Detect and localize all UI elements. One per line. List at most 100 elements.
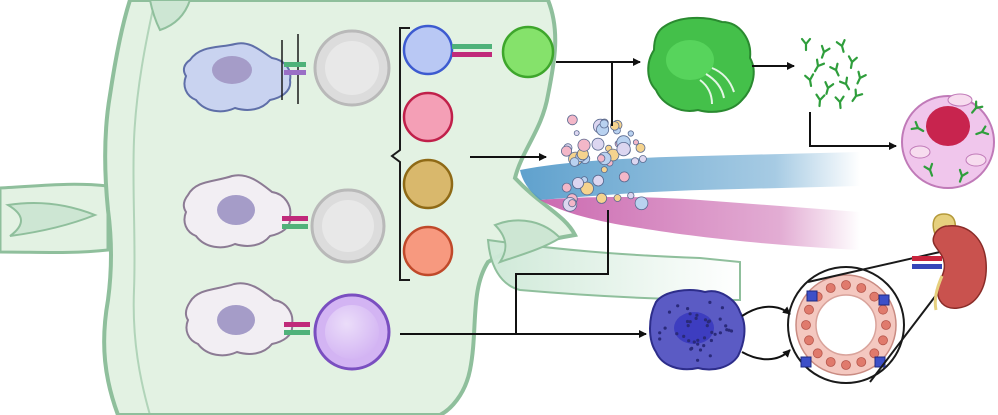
tubule-cell-nucleus [804,335,814,346]
target-vesicle [947,93,973,107]
macrophage-granule [702,344,706,348]
antibody-icon [851,88,864,103]
infiltrating-immune-cell-icon [800,356,812,368]
arrow-antibody-to-target [809,112,897,150]
macrophage [649,289,746,371]
mhc-bar [284,62,306,67]
cytokine-particle [627,130,634,137]
ureter-icon [933,275,944,311]
antibody-icon [838,76,851,91]
cytokine-particle [561,182,572,193]
efferent-valve [493,219,562,264]
macrophage-granule [675,332,679,336]
tubule-epithelial-cells [800,280,891,370]
antibody-icon [856,70,867,85]
tubule-cell-nucleus [869,291,880,302]
lymph-node-notch [148,0,192,32]
mhc-bar [282,216,308,221]
antibody-icon [835,39,846,53]
macrophage-granule [686,307,690,311]
macrophage-granule [718,317,722,321]
macrophage-granule [702,336,707,340]
macrophage-granule [682,334,686,338]
macrophage-granule [696,342,700,346]
apc-nucleus [217,305,255,335]
macrophage-granule [718,331,723,335]
kidney [912,213,987,311]
macrophage-granule [686,324,690,328]
macrophage-granule [708,354,712,358]
naive-t-cell-inner [322,200,374,252]
antibody-icon [820,44,831,59]
tubule-cell-nucleus [841,280,851,290]
tubule-cell-nucleus [856,283,867,293]
apc-nucleus [217,195,255,225]
antibody-icon [975,125,990,136]
tubule-cell-nucleus [878,335,888,346]
tubule-cell-nucleus [825,357,836,367]
macrophage-granule [698,348,703,352]
target-vesicle [909,145,931,159]
macrophage-granule [676,304,680,308]
cytokine-particle [616,142,631,157]
macrophage-granule [720,306,725,310]
macrophage-granule [724,324,728,328]
lymph-node-cortex [132,0,156,415]
macrophage-granule [710,330,714,334]
renal-vein-icon [912,264,942,269]
renal-tubule [787,251,941,384]
cytokine-particle [600,166,608,174]
cytokine-particle [573,130,580,137]
tubule-cell-nucleus [801,320,811,330]
macrophage-granule [667,310,672,314]
tcr-bar [284,70,306,75]
antibody-icon [824,81,835,95]
cytokine-particle [592,174,604,187]
macrophage-granule [727,328,731,332]
mhc-bar [452,44,492,49]
b-cell-icon [501,25,555,79]
tubule-cell-nucleus [881,320,891,330]
tubule-cell-nucleus [869,348,880,359]
infiltrating-immune-cell-icon [878,294,890,306]
cytokine-particle [632,139,639,146]
cytokine-particle [567,114,578,126]
antibody-icon [813,58,826,73]
tubule-cell-nucleus [878,304,888,315]
tubule-cell-nucleus [856,357,867,367]
apc-row-3 [184,282,391,371]
plasma-cell-nucleus [666,40,714,80]
cytokine-particle [634,196,649,211]
macrophage-granule [696,338,700,342]
tubule-cell-nucleus [812,348,823,359]
cytokine-particle [613,194,622,202]
antibody-icon [847,55,858,70]
apc-nucleus [212,56,252,84]
antibody-icon [800,37,812,52]
tubule-cell-nucleus [825,283,836,293]
plasma-er-lines [699,67,735,105]
tcr-mhc-complex-icon [281,34,299,104]
macrophage-granule [696,358,700,362]
antibody-icon [910,120,925,133]
antibody-icon [834,95,845,110]
target-cell-nucleus [926,106,970,146]
macrophage-granule [708,300,712,304]
afferent-valve [5,202,98,237]
blood-vessel-pink [540,197,860,250]
macrophage-granule [692,340,696,344]
macrophage-granule [707,319,712,323]
infected-target-cell [901,93,995,189]
macrophage-granule [663,326,667,330]
plasma-cell [647,16,755,113]
cytokine-particle [627,192,635,200]
macrophage-granules [658,300,734,362]
macrophage-granule [709,338,714,343]
tubule-lumen [815,294,877,356]
macrophage-granule [688,320,692,324]
flow-arrows [400,58,897,361]
cytokine-particle [635,142,646,153]
t-helper-subsets [390,24,555,281]
cd8-t-cell-inner [325,305,379,359]
